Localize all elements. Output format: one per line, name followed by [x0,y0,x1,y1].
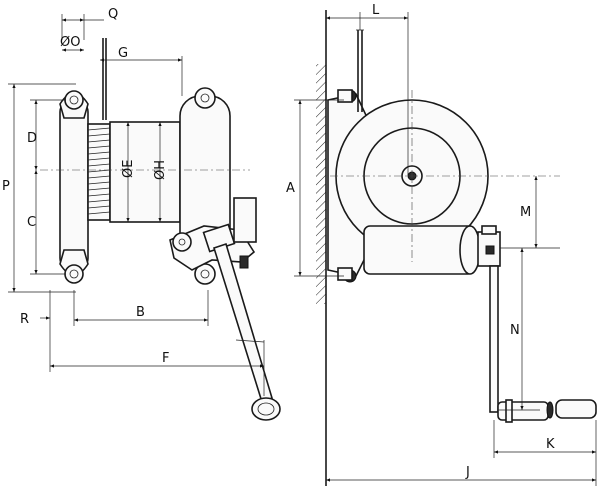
dim-label-c: C [27,215,36,230]
dim-label-p: P [2,179,10,194]
dim-label-l: L [372,3,380,18]
crank-handle [251,397,281,421]
side-crank-arm [489,265,499,413]
dim-label-od: ØO [60,35,80,50]
crank-arm [213,242,273,404]
dim-label-j: J [465,465,470,480]
dim-label-m: M [520,205,531,220]
dim-label-oh: ØH [153,160,168,180]
front-view [40,38,281,421]
gearbox-block [363,225,475,275]
side-view-dimensions: L A M N K J [286,3,597,486]
dim-label-n: N [510,323,520,338]
dim-label-k: K [546,437,555,452]
dim-label-r: R [20,312,29,327]
side-view [316,10,597,486]
dim-label-a: A [286,181,295,196]
dim-label-b: B [136,305,145,320]
dim-label-q: Q [108,7,118,22]
dim-label-g: G [118,46,128,61]
dim-label-f: F [162,351,169,366]
drum-winding [87,127,111,215]
wall-hatch [316,64,326,304]
mounting-plate [59,99,89,271]
dim-label-oe: ØE [121,160,136,178]
front-view-dimensions: Q ØO G P D C ØE ØH R [2,7,265,396]
dim-label-d: D [27,131,37,146]
drum-shaft [109,121,181,223]
